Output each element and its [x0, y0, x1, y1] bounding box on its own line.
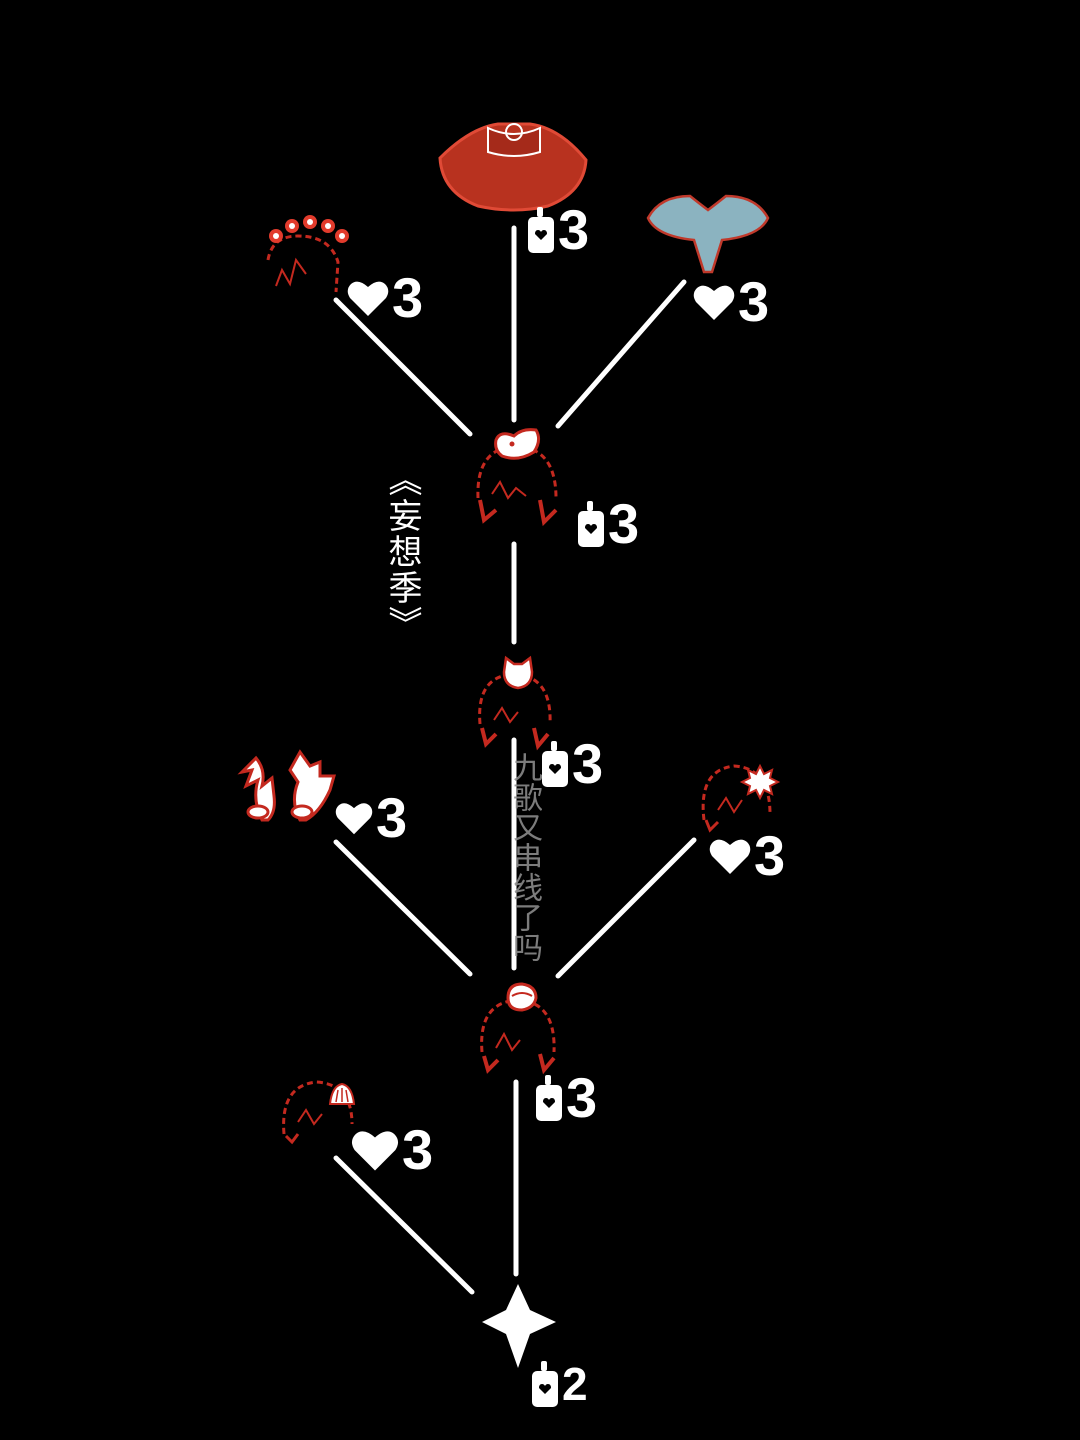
red-cape-icon[interactable]	[438, 122, 588, 212]
whale-hat-hair-icon[interactable]	[476, 428, 558, 527]
cost-label-cat-hat: 3	[540, 734, 603, 794]
cost-value: 3	[566, 1066, 598, 1129]
connector-line	[333, 297, 473, 437]
antlers-icon[interactable]	[237, 749, 336, 822]
cost-label-antlers: 3	[334, 788, 407, 848]
blue-cape-icon[interactable]	[646, 194, 770, 274]
connector-line	[333, 1155, 475, 1295]
cost-label-shell-clip: 3	[350, 1120, 433, 1180]
shell-clip-hair-icon[interactable]	[282, 1080, 356, 1145]
cost-value: 2	[562, 1358, 588, 1410]
season-title: 《妄想季》	[382, 462, 422, 642]
connector-line	[333, 839, 473, 977]
cost-label-spirit-star: 2	[530, 1354, 588, 1414]
spirit-star-icon[interactable]	[482, 1284, 556, 1368]
cost-value: 3	[402, 1118, 434, 1181]
candle-icon	[536, 1075, 562, 1121]
cost-value: 3	[608, 492, 640, 555]
cost-value: 3	[376, 786, 408, 849]
heart-icon	[351, 1131, 399, 1171]
cost-label-bun: 3	[534, 1068, 597, 1128]
candle-icon	[578, 501, 604, 547]
tree-connectors	[333, 225, 697, 1295]
cost-label-star-clip: 3	[708, 826, 785, 886]
heart-icon	[693, 285, 735, 320]
cost-label-flower-crown: 3	[346, 268, 423, 328]
cost-label-blue-cape: 3	[692, 272, 769, 332]
flower-crown-hair-icon[interactable]	[266, 215, 349, 293]
cost-value: 3	[558, 198, 590, 261]
connector-line	[555, 279, 687, 429]
cost-value: 3	[738, 270, 770, 333]
heart-icon	[709, 839, 751, 874]
candle-icon	[528, 207, 554, 253]
candle-icon	[542, 741, 568, 787]
candle-icon	[532, 1361, 558, 1407]
cost-value: 3	[572, 732, 604, 795]
cost-value: 3	[392, 266, 424, 329]
star-clip-hair-icon[interactable]	[701, 763, 781, 833]
watermark: 九歌又串线了吗	[507, 752, 542, 962]
cost-value: 3	[754, 824, 786, 887]
heart-icon	[347, 281, 389, 316]
cat-hat-hair-icon[interactable]	[478, 655, 552, 751]
cost-label-red-cape: 3	[526, 200, 589, 260]
connector-line	[555, 837, 697, 979]
heart-icon	[335, 803, 373, 835]
cost-label-whale-hat: 3	[576, 494, 639, 554]
bun-hair-icon[interactable]	[480, 982, 556, 1075]
